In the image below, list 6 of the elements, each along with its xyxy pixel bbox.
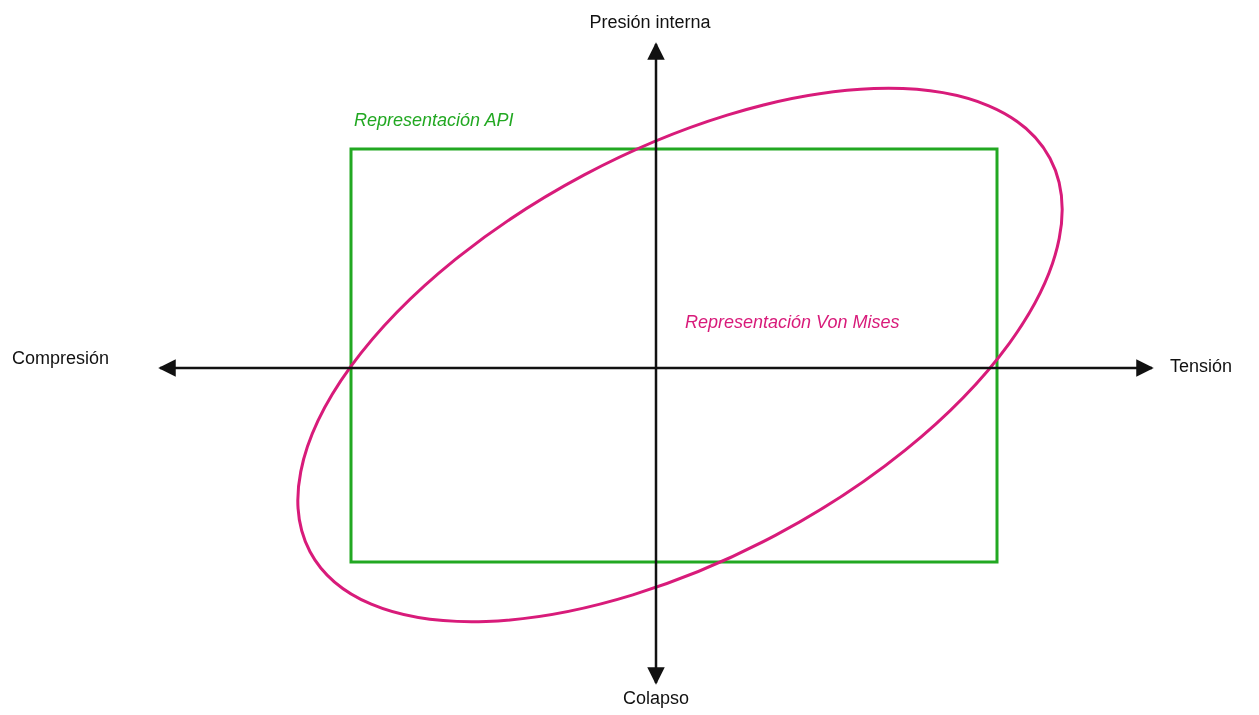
axis-label: Compresión	[12, 348, 110, 369]
region-label: Representación Von Mises	[685, 312, 900, 333]
axis-label: Tensión	[1170, 356, 1233, 377]
region-label: Representación API	[354, 110, 514, 131]
axis-label: Colapso	[623, 688, 689, 709]
axis-label: Presión interna	[589, 12, 711, 33]
